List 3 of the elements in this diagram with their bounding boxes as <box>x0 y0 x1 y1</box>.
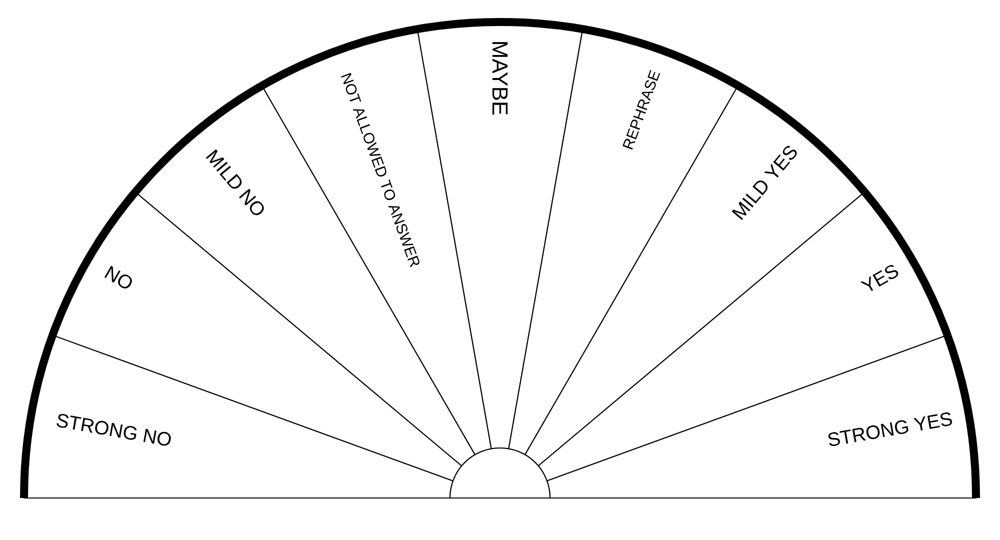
hub-semicircle <box>449 447 551 499</box>
pendulum-sector: STRONG YES <box>546 334 977 499</box>
pendulum-sector: STRONG NO <box>23 334 454 499</box>
